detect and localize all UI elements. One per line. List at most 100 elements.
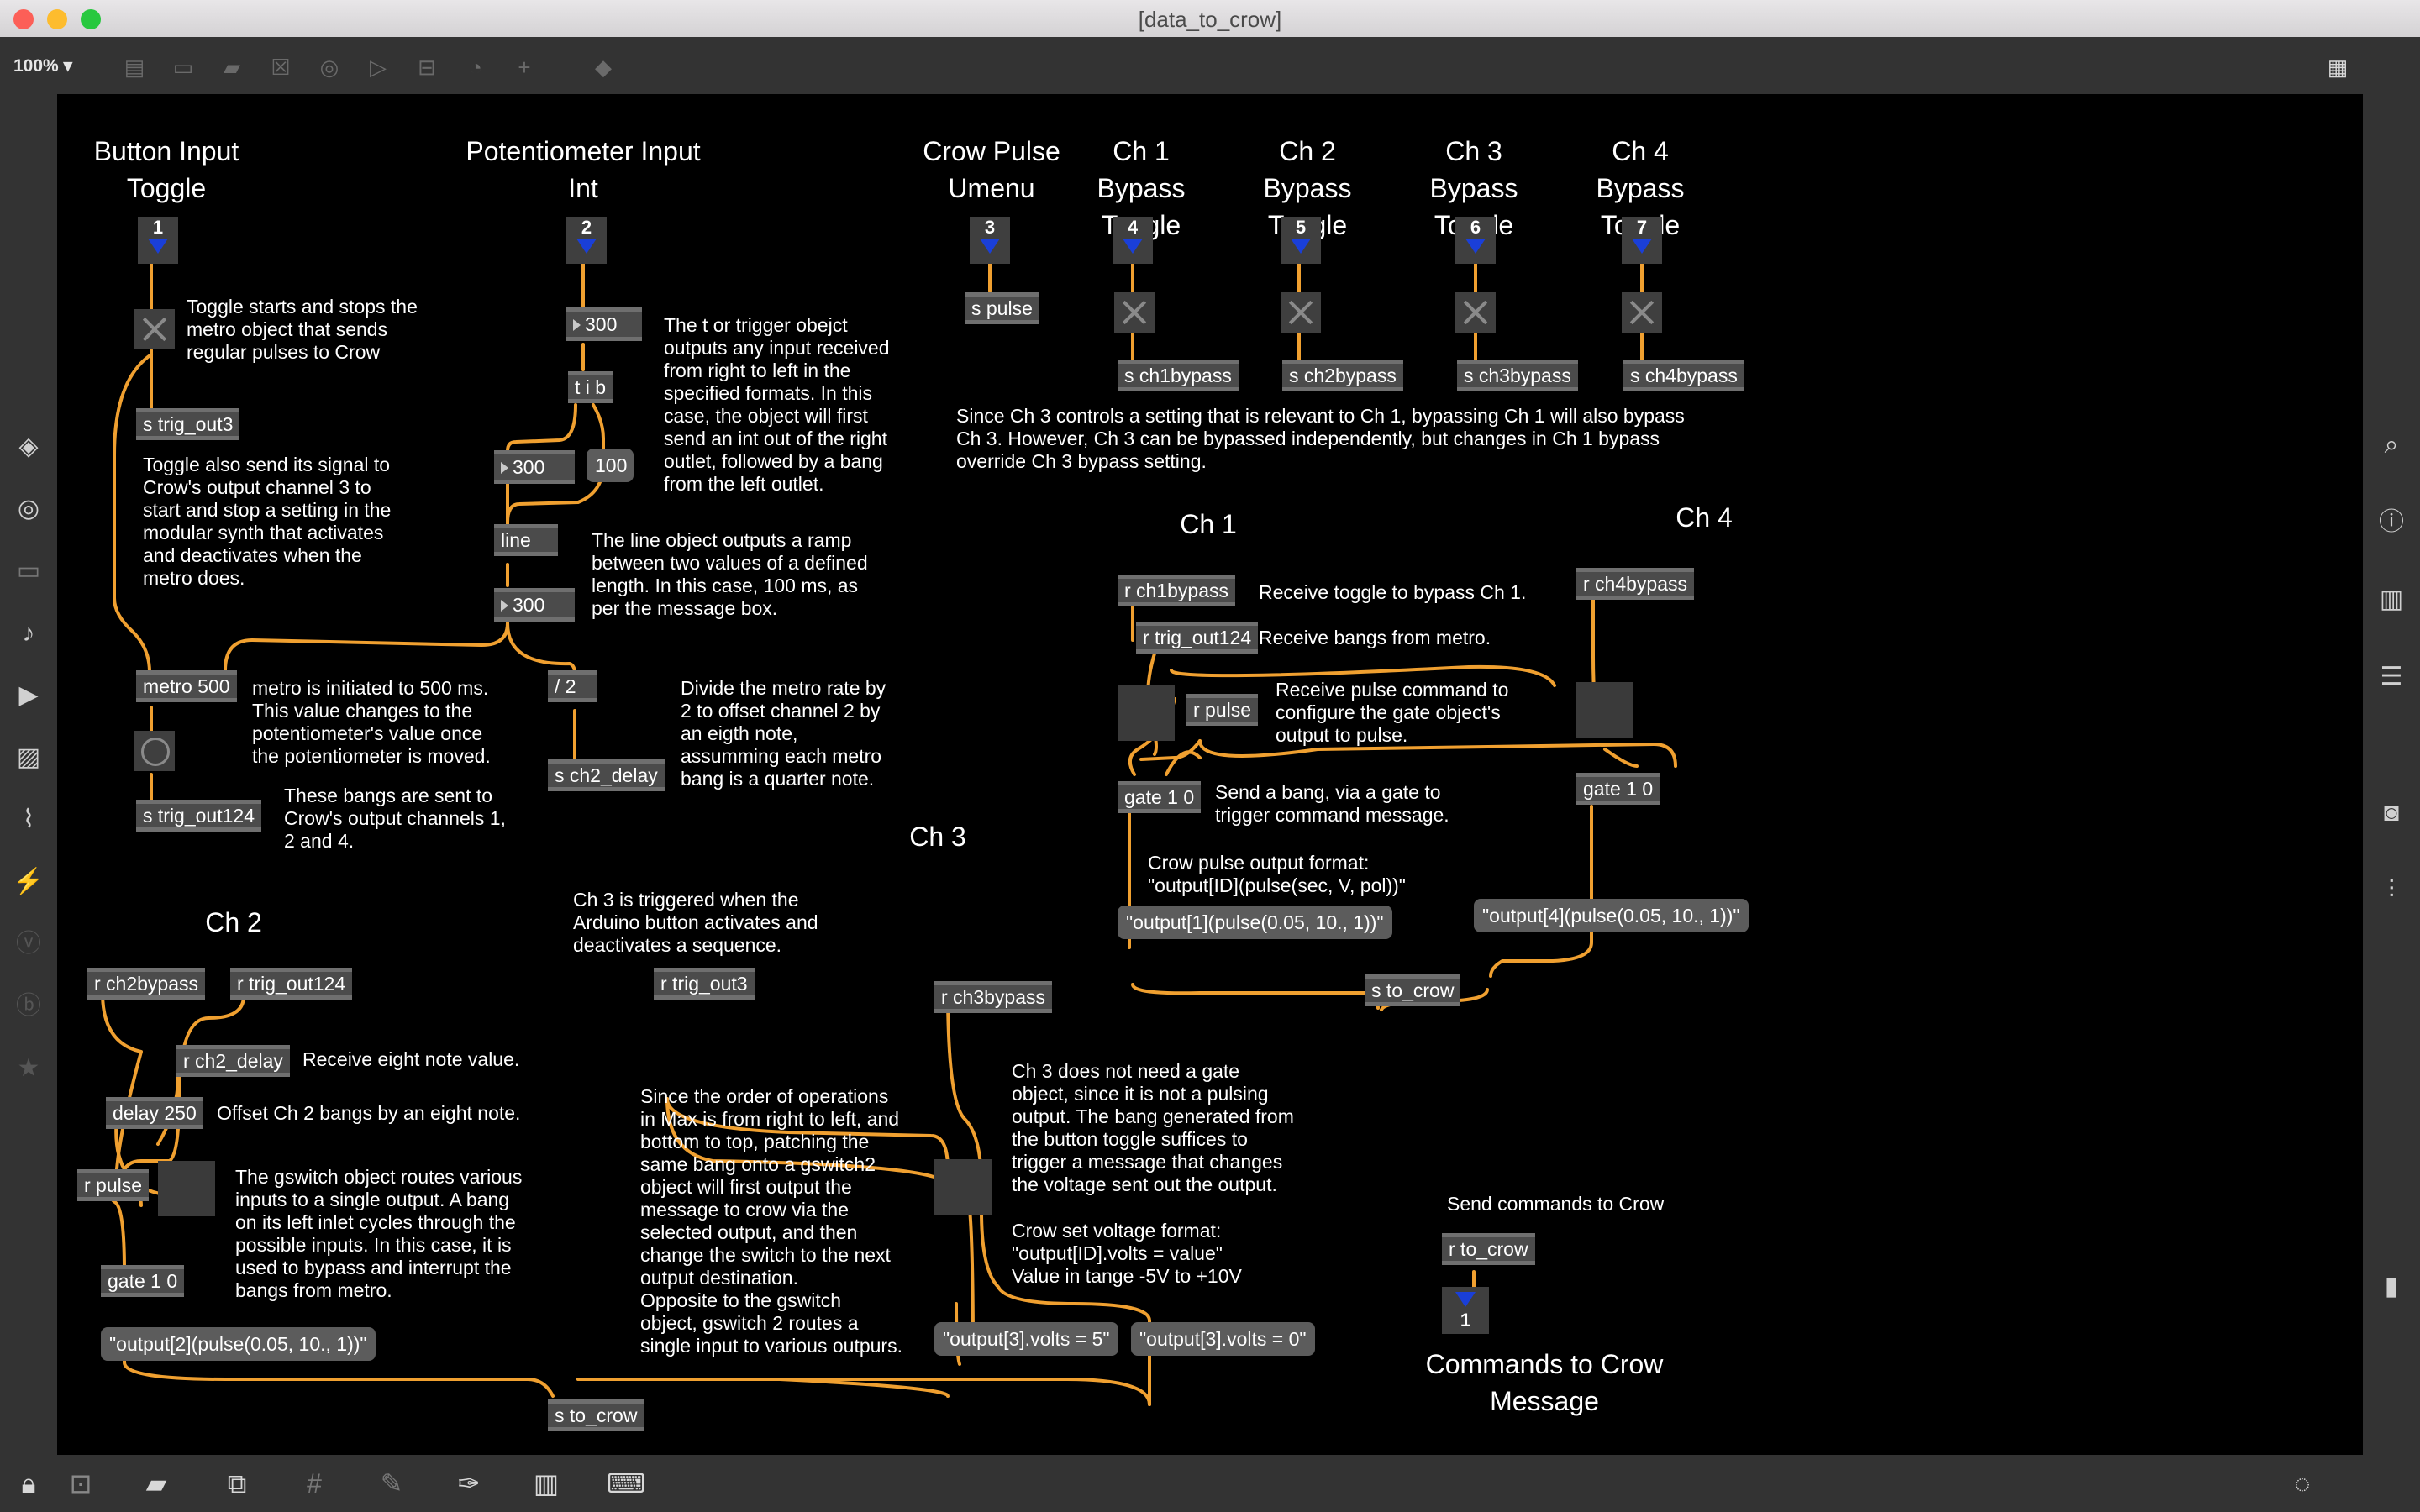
gate-ch4-object[interactable]: gate 1 0 [1576,773,1660,805]
inlet-1[interactable]: 1 [138,217,178,264]
info-icon[interactable]: ⓘ [2379,508,2404,536]
grid-view-icon[interactable]: ▦ [2327,55,2349,80]
add-object-icon[interactable]: + [518,55,531,80]
minimize-window-button[interactable] [47,9,67,29]
delay-object[interactable]: delay 250 [106,1097,203,1129]
divide-object[interactable]: / 2 [548,670,597,702]
s-pulse-object[interactable]: s pulse [965,292,1039,324]
toggle-ch1-bypass[interactable] [1114,292,1155,333]
ch4-pulse-message[interactable]: "output[4](pulse(0.05, 10., 1))" [1474,899,1749,932]
s-ch3bypass-object[interactable]: s ch3bypass [1457,360,1578,391]
package-icon[interactable]: ◈ [18,433,39,460]
music-note-icon[interactable]: ♪ [22,619,35,647]
auto-patch-icon[interactable]: ✎ [380,1468,403,1499]
reference-book-icon[interactable]: ▥ [2379,585,2404,613]
ch3-volts-5-message[interactable]: "output[3].volts = 5" [934,1322,1118,1356]
windows-icon[interactable]: ⧉ [227,1468,247,1499]
message-100[interactable]: 100 [587,449,634,482]
ch1-pulse-message[interactable]: "output[1](pulse(0.05, 10., 1))" [1118,906,1392,939]
gate-ch1-object[interactable]: gate 1 0 [1118,781,1202,813]
s-ch2bypass-object[interactable]: s ch2bypass [1282,360,1403,391]
presentation-mode-icon[interactable]: ⊡ [69,1468,92,1499]
media-icon[interactable]: ▶ [18,681,39,709]
gswitch-ch4[interactable] [1576,682,1634,738]
search-icon[interactable]: ⌕ [2384,431,2399,459]
bang-button[interactable] [134,731,175,771]
inlet-2[interactable]: 2 [566,217,607,264]
inlet-4[interactable]: 4 [1113,217,1153,264]
patcher-canvas[interactable]: Button Input Toggle Potentiometer Input … [57,94,2363,1455]
s-ch2-delay-object[interactable]: s ch2_delay [548,759,665,791]
gswitch2-ch3[interactable] [934,1159,992,1215]
new-object-icon[interactable]: ▤ [124,55,145,80]
s-to-crow-bottom-object[interactable]: s to_crow [548,1399,644,1431]
number-box-300-b[interactable]: 300 [494,588,575,622]
console-list-icon[interactable]: ☰ [2380,663,2403,690]
s-trig-out3-object[interactable]: s trig_out3 [136,408,240,440]
s-to-crow-ch14-object[interactable]: s to_crow [1365,974,1461,1006]
s-ch1bypass-object[interactable]: s ch1bypass [1118,360,1239,391]
trigger-object[interactable]: t i b [568,371,613,403]
new-play-icon[interactable]: ▷ [370,55,387,80]
audio-level-meter-icon[interactable]: ▮ [2384,1273,2399,1300]
metro-object[interactable]: metro 500 [136,670,237,702]
new-bang-icon[interactable]: ◎ [319,55,339,80]
pot-number-box[interactable]: 300 [566,307,642,341]
toggle-ch3-bypass[interactable] [1455,292,1496,333]
new-toggle-icon[interactable]: ☒ [271,55,291,80]
toggle-ch4-bypass[interactable] [1622,292,1662,333]
r-ch3bypass-object[interactable]: r ch3bypass [934,981,1053,1013]
r-pulse-ch2-object[interactable]: r pulse [77,1169,150,1201]
target-icon[interactable]: ◎ [17,495,40,522]
r-to-crow-object[interactable]: r to_crow [1442,1233,1535,1265]
close-window-button[interactable] [13,9,34,29]
grid-icon[interactable]: # [307,1468,322,1499]
r-trig-out124-ch2-object[interactable]: r trig_out124 [230,968,353,1000]
gswitch-ch1[interactable] [1118,685,1175,741]
gate-ch2-object[interactable]: gate 1 0 [101,1265,185,1297]
star-icon[interactable]: ★ [17,1054,40,1082]
piano-icon[interactable]: ▥ [533,1468,560,1499]
beap-icon[interactable]: ⓑ [16,992,41,1020]
mixer-icon[interactable]: ⫶ [2388,876,2395,904]
paperclip-icon[interactable]: ⌇ [22,806,35,833]
toggle-button-input[interactable] [134,309,175,349]
r-pulse-ch1-object[interactable]: r pulse [1186,694,1259,726]
r-trig-out124-ch1-object[interactable]: r trig_out124 [1136,622,1259,654]
s-ch4bypass-object[interactable]: s ch4bypass [1623,360,1744,391]
gswitch-ch2[interactable] [158,1161,215,1216]
r-ch1bypass-object[interactable]: r ch1bypass [1118,575,1236,606]
inlet-3[interactable]: 3 [970,217,1010,264]
r-ch4bypass-object[interactable]: r ch4bypass [1576,568,1695,600]
inlet-5[interactable]: 5 [1281,217,1321,264]
zoom-window-button[interactable] [81,9,101,29]
paint-bucket-icon[interactable]: ◆ [595,55,612,80]
lock-icon[interactable]: 🔒︎ [21,1468,36,1499]
keyboard-icon[interactable]: ⌨ [607,1468,646,1499]
zoom-level[interactable]: 100% ▾ [13,56,73,76]
plugin-icon[interactable]: ⚡ [13,868,45,895]
image-icon[interactable]: ▨ [16,743,41,771]
ch3-volts-0-message[interactable]: "output[3].volts = 0" [1131,1322,1315,1356]
toggle-ch2-bypass[interactable] [1281,292,1321,333]
patch-cord [1165,750,1202,776]
r-ch2bypass-object[interactable]: r ch2bypass [87,968,206,1000]
new-dial-icon[interactable]: ◔ [469,55,482,80]
s-trig-out124-object[interactable]: s trig_out124 [136,800,261,832]
line-object[interactable]: line [494,524,558,556]
vst-icon[interactable]: ⓥ [16,930,41,958]
device-icon[interactable]: ▭ [16,557,41,585]
inlet-7[interactable]: 7 [1622,217,1662,264]
r-trig-out3-object[interactable]: r trig_out3 [654,968,755,1000]
new-message-icon[interactable]: ▭ [172,55,194,80]
outlet-1[interactable]: 1 [1442,1287,1489,1334]
wrench-icon[interactable]: ✑ [457,1468,481,1499]
new-comment-icon[interactable]: ▰ [224,55,240,80]
r-ch2-delay-object[interactable]: r ch2_delay [176,1045,290,1077]
snapshot-camera-icon[interactable]: ◙ [2383,799,2400,827]
number-box-300-a[interactable]: 300 [494,450,575,484]
new-slider-icon[interactable]: ⊟ [418,55,436,80]
inlet-6[interactable]: 6 [1455,217,1496,264]
comment-icon[interactable]: ▰ [145,1468,167,1499]
ch2-pulse-message[interactable]: "output[2](pulse(0.05, 10., 1))" [101,1327,376,1361]
